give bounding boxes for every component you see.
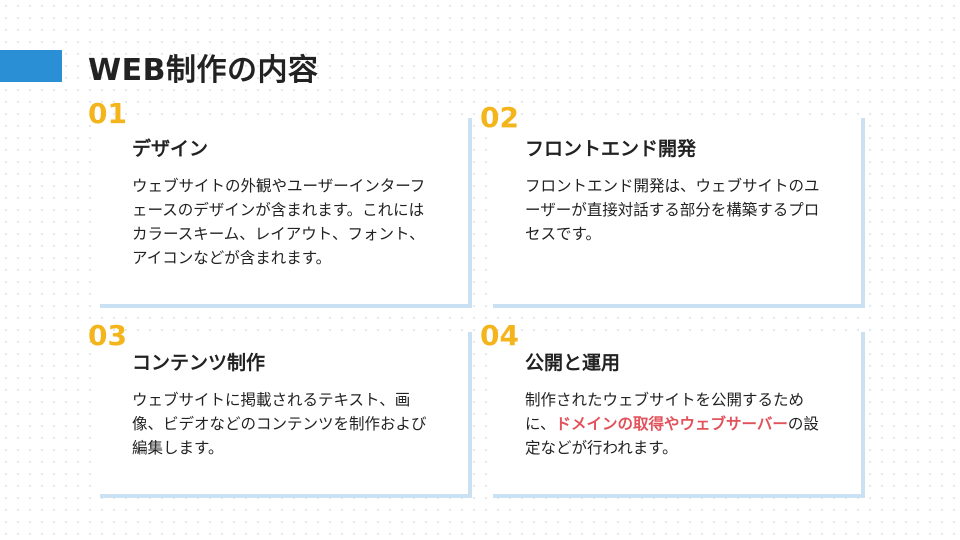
card-number: 04 xyxy=(480,319,519,352)
card-number: 02 xyxy=(480,101,519,134)
card-body: ウェブサイトに掲載されるテキスト、画像、ビデオなどのコンテンツを制作および編集し… xyxy=(132,391,427,457)
card-body: ウェブサイトの外観やユーザーインターフェースのデザインが含まれます。これにはカラ… xyxy=(132,177,426,267)
card-body-text: の設定などが行われます。 xyxy=(525,415,819,457)
card-body: フロントエンド開発は、ウェブサイトのユーザーが直接対話する部分を構築するプロセス… xyxy=(525,177,820,243)
card-frontend: フロントエンド開発 フロントエンド開発は、ウェブサイトのユーザーが直接対話する部… xyxy=(493,118,865,308)
card-body-text: 制作されたウェブサイトを公開するために、 xyxy=(525,391,805,433)
card-body: 制作されたウェブサイトを公開するために、ドメインの取得やウェブサーバーの設定など… xyxy=(525,388,825,460)
card-number: 01 xyxy=(88,97,127,130)
card-title: 公開と運用 xyxy=(525,352,621,374)
card-content: コンテンツ制作 ウェブサイトに掲載されるテキスト、画像、ビデオなどのコンテンツを… xyxy=(100,332,472,498)
card-publish: 公開と運用 制作されたウェブサイトを公開するために、ドメインの取得やウェブサーバ… xyxy=(493,332,865,498)
card-title: フロントエンド開発 xyxy=(525,138,697,160)
card-design: デザイン ウェブサイトの外観やユーザーインターフェースのデザインが含まれます。こ… xyxy=(100,118,472,308)
slide-title: WEB制作の内容 xyxy=(88,53,319,88)
title-accent-bar xyxy=(0,50,62,82)
card-title: コンテンツ制作 xyxy=(132,352,266,374)
highlighted-text: ドメインの取得やウェブサーバー xyxy=(555,415,788,433)
card-number: 03 xyxy=(88,319,127,352)
card-title: デザイン xyxy=(132,138,209,160)
